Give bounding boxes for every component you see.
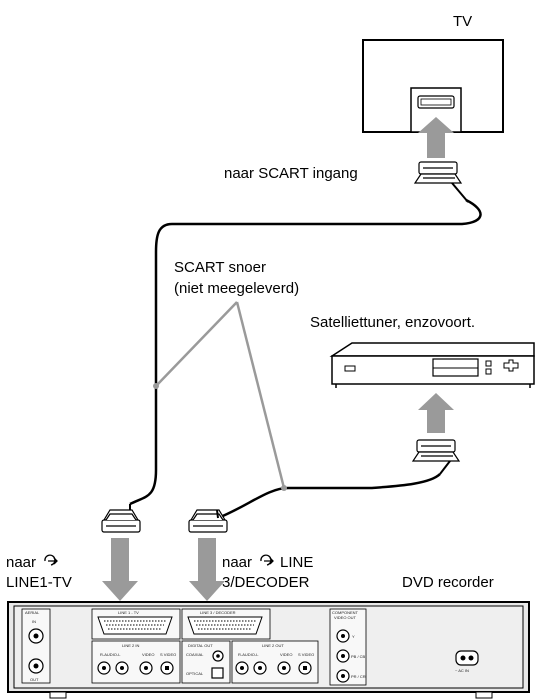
arrow-to-line3 (189, 538, 225, 601)
cable-pointer-dot-left (153, 383, 159, 389)
panel-coaxial: COAXIAL (186, 652, 204, 657)
scart-plug-line3 (188, 509, 228, 533)
ac-in-socket (455, 650, 479, 666)
tv-label: TV (453, 13, 472, 30)
panel-pr: PR / CR (351, 674, 366, 679)
panel-line1-tv: LINE 1 - TV (118, 610, 139, 615)
tv (362, 39, 504, 133)
line3-label-a: naar (222, 554, 252, 571)
line1-label-b: LINE1-TV (6, 574, 72, 591)
panel-line3-decoder: LINE 3 / DECODER (200, 610, 236, 615)
optical-jack (211, 667, 224, 679)
scart-arrow-icon (44, 554, 58, 566)
cable-label-line1: SCART snoer (174, 259, 266, 276)
scart-arrow-icon (260, 554, 274, 566)
panel-video-out-component: VIDEO OUT (334, 615, 357, 620)
cable-pointer-lines (155, 301, 286, 489)
panel-ac-in: ~ AC IN (455, 668, 469, 673)
dvd-recorder: AERIAL IN OUT LINE 1 - TV LINE 3 / DECOD… (7, 601, 530, 699)
scart-cable-tuner (217, 473, 441, 520)
line1-label-a: naar (6, 554, 36, 571)
scart-input-label: naar SCART ingang (224, 165, 358, 182)
scart-plug-tv (413, 161, 469, 203)
cable-label-line2: (niet meegeleverd) (174, 280, 299, 297)
panel-video-out: VIDEO (280, 652, 292, 657)
dvd-recorder-label: DVD recorder (402, 574, 494, 591)
scart-plug-line1 (101, 504, 141, 533)
satellite-tuner (329, 342, 535, 388)
panel-svideo-in: S VIDEO (160, 652, 176, 657)
cable-pointer-dot-right (281, 485, 287, 491)
panel-optical: OPTICAL (186, 671, 204, 676)
arrow-to-line1 (102, 538, 138, 601)
scart-plug-tuner (411, 439, 461, 475)
panel-svideo-out: S VIDEO (298, 652, 314, 657)
panel-component: COMPONENT (332, 610, 359, 615)
line3-label-b: 3/DECODER (222, 574, 310, 591)
panel-line2-in: LINE 2 IN (122, 643, 139, 648)
line3-label-a2: LINE (280, 554, 313, 571)
arrow-to-tuner (418, 393, 454, 433)
panel-in: IN (32, 619, 36, 624)
panel-y: Y (352, 634, 355, 639)
scart-cable-tv (129, 198, 482, 506)
panel-line2-out: LINE 2 OUT (262, 643, 284, 648)
panel-audio-in: R-AUDIO-L (100, 652, 121, 657)
panel-pb: PB / CB (351, 654, 366, 659)
arrow-to-tv (418, 117, 454, 158)
panel-digital-out: DIGITAL OUT (188, 643, 213, 648)
panel-aerial: AERIAL (25, 610, 40, 615)
panel-audio-out: R-AUDIO-L (238, 652, 259, 657)
sat-tuner-label: Satelliettuner, enzovoort. (310, 314, 475, 331)
panel-video-in: VIDEO (142, 652, 154, 657)
panel-out: OUT (30, 677, 39, 682)
